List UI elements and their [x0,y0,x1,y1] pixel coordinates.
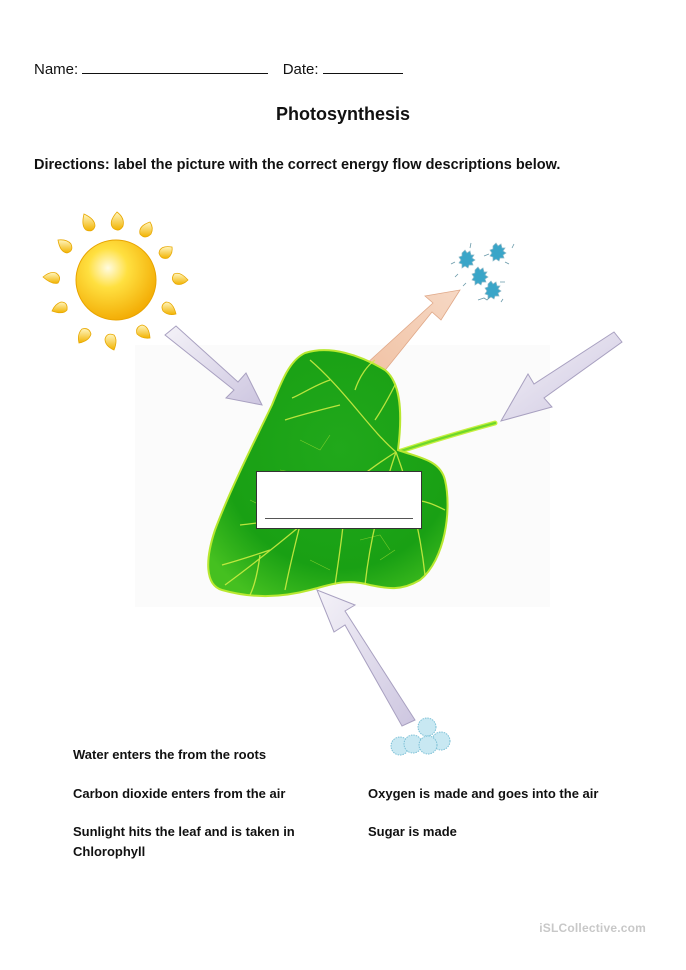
sun-icon [42,211,189,351]
directions-text: Directions: label the picture with the c… [34,157,561,173]
date-field[interactable] [322,59,403,74]
name-date-line: Name: Date: [34,59,403,78]
oxygen-icon [450,242,515,303]
description-oxygen: Oxygen is made and goes into the air [368,786,599,801]
name-field[interactable] [82,59,269,74]
page-title: Photosynthesis [275,104,411,124]
answer-line [265,518,413,519]
description-water: Water enters the from the roots [73,747,267,762]
description-sugar: Sugar is made [368,824,457,839]
sugar-icon [390,717,451,756]
arrow-carbon-dioxide-in [499,331,623,422]
answer-box[interactable] [256,471,422,529]
arrow-water-in [316,589,416,727]
watermark: iSLCollective.com [539,921,646,935]
date-label: Date: [282,61,319,78]
arrow-sunlight-in [164,325,263,406]
name-label: Name: [34,61,79,78]
description-carbon-dioxide: Carbon dioxide enters from the air [73,786,286,801]
description-sunlight: Sunlight hits the leaf and is taken in C… [73,824,295,859]
